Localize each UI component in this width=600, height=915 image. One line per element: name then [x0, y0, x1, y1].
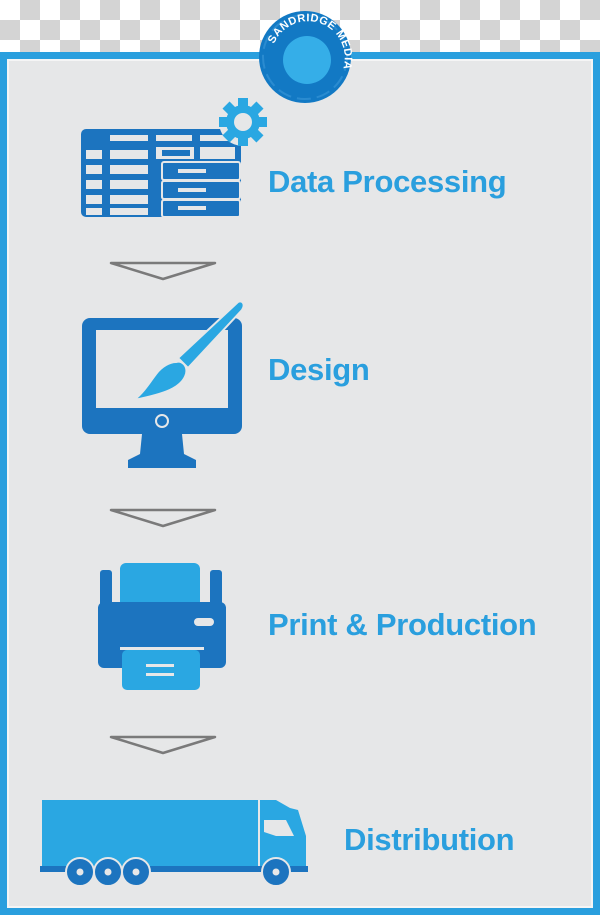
step-label-distribution: Distribution — [344, 822, 515, 857]
monitor-paintbrush-icon — [78, 296, 248, 476]
spreadsheet-gear-icon — [78, 92, 273, 232]
down-arrow-icon — [109, 735, 217, 755]
step-label-data-processing: Data Processing — [268, 164, 507, 199]
step-label-print-production: Print & Production — [268, 607, 537, 642]
printer-icon — [98, 560, 228, 700]
sandridge-media-logo: SANDRIDGE MEDIA — [250, 2, 360, 112]
down-arrow-icon — [109, 261, 217, 281]
step-label-design: Design — [268, 352, 370, 387]
delivery-truck-icon — [40, 796, 310, 893]
down-arrow-icon — [109, 508, 217, 528]
